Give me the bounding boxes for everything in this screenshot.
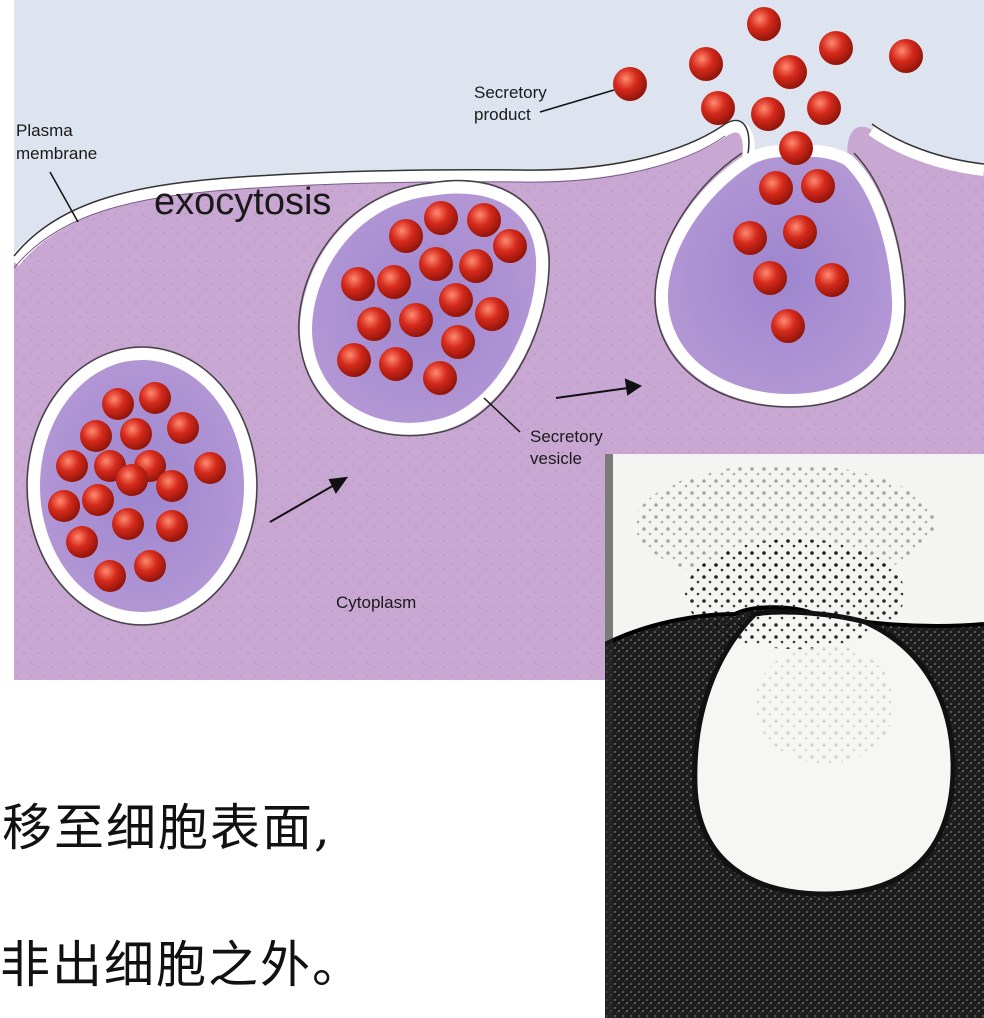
label-secretory-product-1: Secretory	[474, 83, 547, 102]
caption-line-2: 非出细胞之外。	[0, 925, 364, 997]
label-exocytosis: exocytosis	[154, 181, 331, 223]
label-secretory-vesicle-2: vesicle	[530, 449, 582, 468]
label-plasma-membrane-2: membrane	[16, 144, 97, 163]
label-secretory-product-2: product	[474, 105, 531, 124]
label-cytoplasm: Cytoplasm	[336, 593, 416, 612]
label-secretory-vesicle-1: Secretory	[530, 427, 603, 446]
label-plasma-membrane-1: Plasma	[16, 121, 73, 140]
electron-micrograph	[605, 454, 984, 1018]
caption-line-1: 移至细胞表面,	[2, 788, 332, 860]
